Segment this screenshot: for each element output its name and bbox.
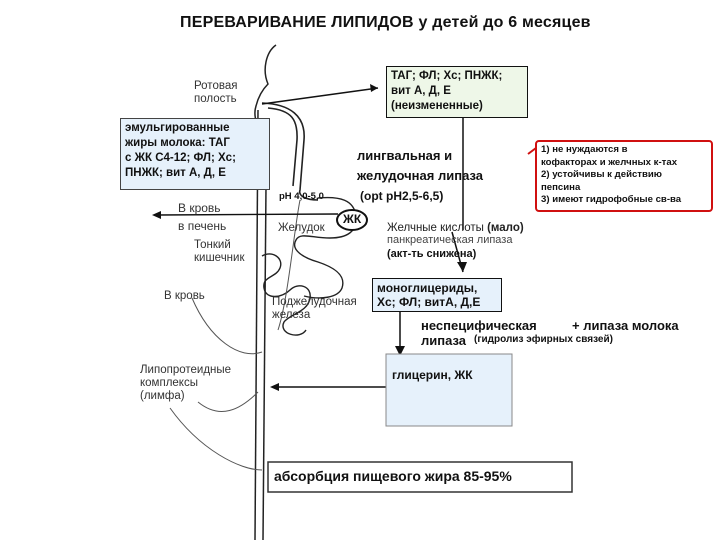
to-blood-label: В кровь	[178, 201, 221, 215]
stomach-ph-label: рН 4,0-5,0	[279, 191, 324, 202]
pancreatic-lipase-label: панкреатическая липаза	[387, 234, 513, 246]
lipoprotein-line2: комплексы	[140, 377, 198, 389]
unchanged-line3: (неизмененные)	[391, 100, 483, 112]
bile-acids-text: Желчные кислоты	[387, 222, 484, 234]
emulsified-line4: ПНЖК; вит А, Д, Е	[125, 167, 226, 179]
nonspecific-lipase-label: неспецифическая липаза	[421, 318, 537, 348]
page-title: ПЕРЕВАРИВАНИЕ ЛИПИДОВ у детей до 6 месяц…	[180, 14, 591, 32]
opt-ph-label: (opt рН2,5-6,5)	[360, 189, 444, 203]
to-blood-label-2: В кровь	[164, 290, 205, 302]
lipoprotein-line1: Липопротеидные	[140, 364, 232, 376]
property-line2: кофакторах и желчных к-тах	[541, 156, 678, 168]
nonspecific-note: (гидролиз эфирных связей)	[474, 334, 613, 345]
pancreatic-activity-note: (акт-ть снижена)	[387, 248, 477, 260]
stomach-label: Желудок	[278, 222, 325, 234]
unchanged-lipids-box: ТАГ; ФЛ; Хс; ПНЖК; вит А, Д, Е (неизмене…	[386, 66, 528, 118]
to-liver-label: в печень	[178, 219, 227, 233]
monoglycerides-line2: Хс; ФЛ; витА, Д,Е	[377, 295, 481, 309]
emulsified-fats-box: эмульгированные жиры молока: ТАГ с ЖК С4…	[120, 118, 270, 190]
pancreas-line2: железа	[272, 309, 311, 321]
small-intestine-line1: Тонкий	[194, 239, 231, 251]
emulsified-line1: эмульгированные	[125, 122, 230, 134]
monoglycerides-line1: моноглицериды,	[377, 281, 478, 295]
emulsified-line2: жиры молока: ТАГ	[125, 137, 230, 149]
lipoprotein-line3: (лимфа)	[140, 390, 185, 402]
small-intestine-label: Тонкий кишечник	[194, 239, 245, 265]
unchanged-line2: вит А, Д, Е	[391, 85, 451, 97]
glycerol-box: глицерин, ЖК	[392, 368, 473, 382]
lingual-line1: лингвальная и	[357, 148, 453, 163]
absorption-box: абсорбция пищевого жира 85-95%	[274, 468, 512, 484]
property-line4: пепсина	[541, 181, 581, 193]
oral-cavity-line1: Ротовая	[194, 80, 238, 92]
bile-acids-note: (мало)	[487, 222, 524, 234]
unchanged-line1: ТАГ; ФЛ; Хс; ПНЖК;	[391, 70, 503, 82]
bile-acids-label: Желчные кислоты (мало)	[387, 222, 524, 235]
lingual-line2: желудочная липаза	[357, 168, 483, 183]
lipase-properties-box: 1) не нуждаются в кофакторах и желчных к…	[535, 140, 713, 212]
oral-cavity-line2: полость	[194, 93, 237, 105]
title-rest: у детей до 6 месяцев	[418, 14, 591, 31]
small-intestine-line2: кишечник	[194, 252, 245, 264]
property-line3: 2) устойчивы к действию	[541, 169, 662, 180]
lingual-lipase-label: лингвальная и желудочная липаза	[357, 146, 483, 186]
nonspecific-line2: липаза	[421, 333, 467, 348]
title-main: ПЕРЕВАРИВАНИЕ ЛИПИДОВ	[180, 14, 414, 31]
property-line5: 3) имеют гидрофобные св-ва	[541, 194, 682, 205]
monoglycerides-box: моноглицериды, Хс; ФЛ; витА, Д,Е	[372, 278, 502, 312]
emulsified-line3: с ЖК С4-12; ФЛ; Хс;	[125, 152, 236, 164]
oral-cavity-label: Ротовая полость	[194, 80, 237, 106]
pancreas-line1: Поджелудочная	[272, 296, 357, 308]
pancreas-label: Поджелудочная железа	[272, 296, 357, 322]
fatty-acids-node: ЖК	[343, 212, 362, 226]
nonspecific-line1: неспецифическая	[421, 318, 537, 333]
lipoprotein-label: Липопротеидные комплексы (лимфа)	[140, 364, 231, 403]
property-line1: 1) не нуждаются в	[541, 144, 628, 155]
milk-lipase-label: + липаза молока	[572, 318, 679, 333]
